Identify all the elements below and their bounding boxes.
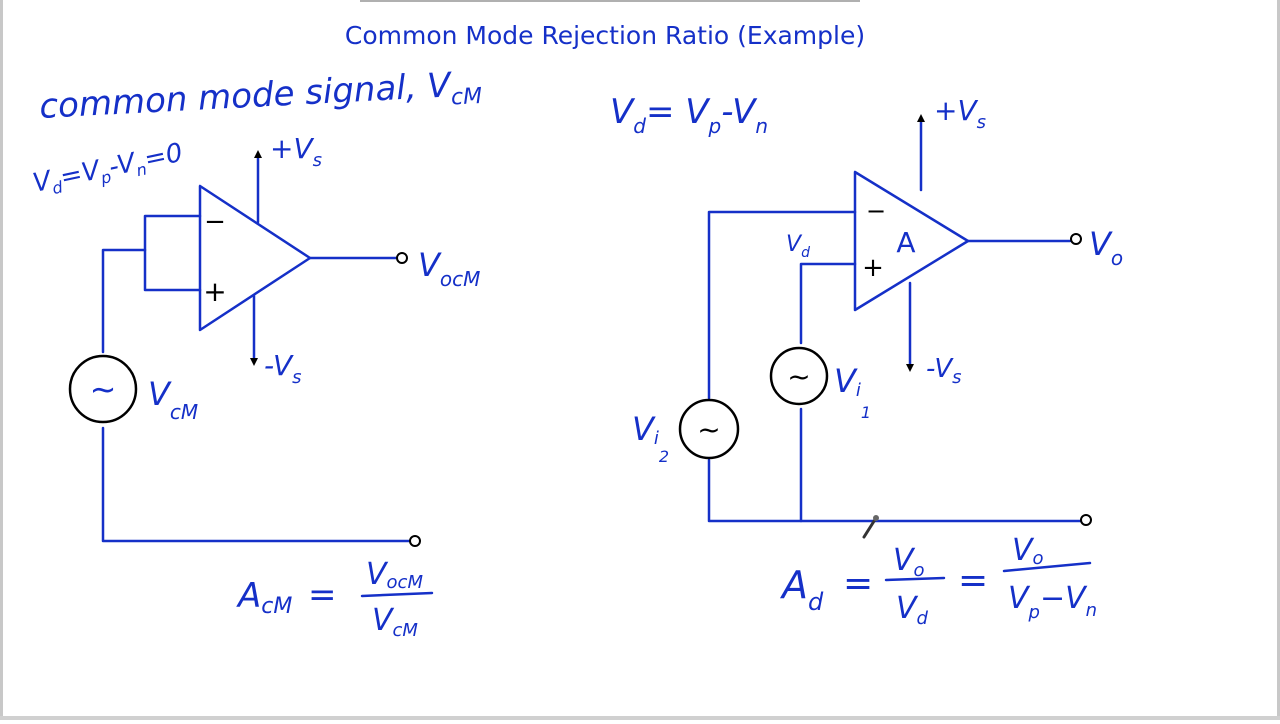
left-annotations: common mode signal, VcM Vd=Vp-Vn=0 +Vs -… [30, 64, 483, 641]
right-inverting-input-sign: − [866, 197, 886, 225]
left-pos-supply-label: +Vs [270, 132, 322, 171]
left-output-terminal [396, 252, 408, 264]
left-formula-equals: = [308, 575, 337, 615]
left-pos-supply-arrow [254, 150, 262, 158]
pen-cursor-icon [862, 515, 879, 539]
right-circuit: ~ ~ − + A [678, 114, 1092, 539]
left-ac-source [68, 354, 138, 424]
right-gain-label: A [896, 226, 915, 259]
right-inverting-wire [707, 210, 857, 400]
right-formula-fraction-bar-1 [884, 576, 946, 582]
left-formula-denominator: VcM [372, 603, 418, 641]
left-formula-lhs: AcM [236, 576, 292, 619]
left-gain-formula: AcM = VocM VcM [236, 557, 434, 641]
right-formula-lhs: Ad [779, 563, 824, 616]
left-vd-equation: Vd=Vp-Vn=0 [30, 138, 186, 202]
left-wires [101, 153, 412, 543]
right-formula-numerator-2: Vo [1012, 533, 1044, 569]
right-ground-terminal [1080, 514, 1092, 526]
right-vd-label: Vd [786, 232, 810, 261]
left-circuit: ~ − + [68, 150, 421, 547]
left-noninverting-input-sign: + [203, 275, 226, 308]
left-neg-supply-label: -Vs [264, 349, 302, 388]
left-output-label: VocM [418, 246, 480, 291]
right-wires [707, 118, 1082, 523]
left-source-label: VcM [148, 375, 198, 424]
left-edge [0, 0, 3, 720]
right-neg-supply-label: -Vs [926, 354, 962, 388]
right-pos-supply-label: +Vs [934, 94, 986, 133]
right-ac-source-1 [769, 346, 829, 406]
right-edge [1277, 0, 1280, 720]
right-opamp-triangle [853, 170, 970, 312]
common-mode-heading: common mode signal, VcM [38, 64, 482, 132]
left-source-top-wire [101, 248, 147, 354]
right-output-terminal [1070, 233, 1082, 245]
right-output-label: Vo [1089, 225, 1123, 270]
right-vd-heading: Vd= Vp-Vn [610, 92, 768, 138]
right-formula-fraction-bar-2 [1002, 561, 1092, 573]
right-gain-formula: Ad = Vo Vd = Vo Vp−Vn [779, 533, 1097, 629]
page-title: Common Mode Rejection Ratio (Example) [345, 21, 865, 50]
left-ground-wire [101, 426, 412, 543]
left-formula-numerator: VocM [366, 557, 423, 593]
right-annotations: Vd= Vp-Vn +Vs -Vs Vd Vo Vi1 Vi2 Ad = Vo … [610, 92, 1123, 629]
right-formula-denominator-1: Vd [896, 591, 929, 629]
left-inverting-input-sign: − [204, 207, 226, 237]
right-source2-label: Vi2 [632, 410, 669, 466]
right-ac-source-2-symbol: ~ [697, 413, 720, 446]
right-ac-source-1-symbol: ~ [787, 360, 810, 393]
left-opamp-triangle [198, 184, 312, 332]
right-formula-equals-1: = [843, 563, 873, 604]
left-ground-terminal [409, 535, 421, 547]
right-formula-denominator-2: Vp−Vn [1008, 581, 1097, 623]
left-ac-source-symbol: ~ [90, 370, 117, 408]
right-formula-equals-2: = [958, 560, 988, 601]
top-edge-strip [360, 0, 860, 2]
right-neg-supply-arrow [906, 364, 914, 372]
left-neg-supply-arrow [250, 358, 258, 366]
left-formula-fraction-bar [360, 591, 434, 598]
left-input-tie-wire [143, 214, 202, 292]
right-pos-supply-arrow [917, 114, 925, 122]
right-ac-source-2 [678, 398, 740, 460]
right-noninverting-wire [799, 262, 857, 345]
right-ground-wire [707, 458, 1082, 523]
right-source1-label: Vi1 [834, 362, 871, 422]
right-noninverting-input-sign: + [862, 253, 884, 283]
bottom-edge [0, 716, 1280, 720]
right-formula-numerator-1: Vo [893, 543, 925, 581]
